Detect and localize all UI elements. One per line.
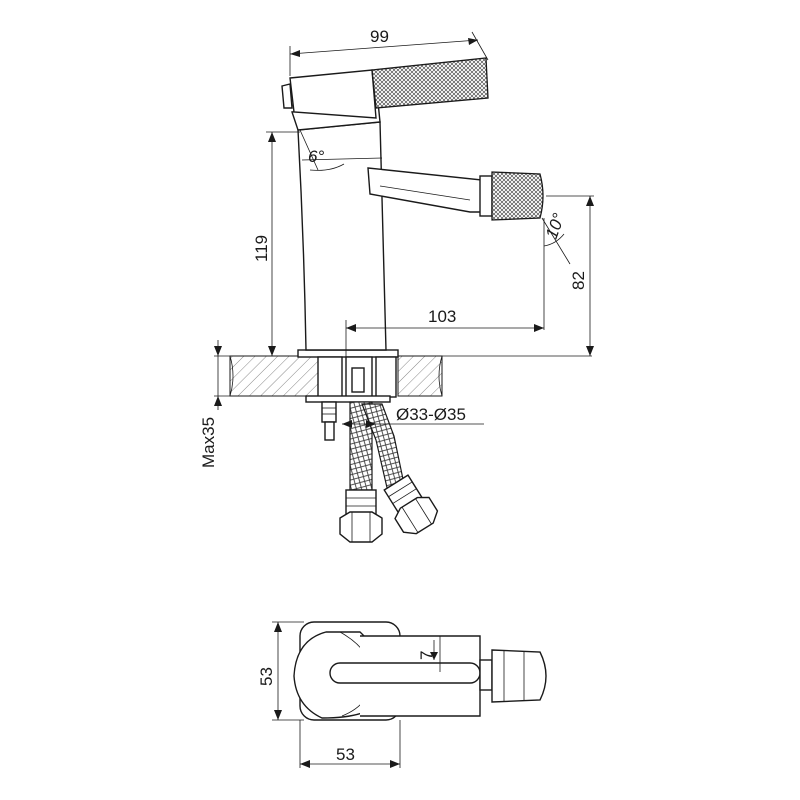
dimension-hole-diameter: Ø33-Ø35	[342, 405, 484, 428]
dimension-jet-angle: 10°	[541, 211, 571, 330]
dimension-spout-height: 82	[546, 195, 594, 356]
side-elevation-view: 99 6° 119 10° 82	[199, 27, 594, 543]
dimension-countertop-thickness: Max35	[199, 340, 236, 468]
lever-handle	[281, 57, 489, 119]
spout	[367, 167, 483, 213]
dimension-top-depth: 53	[257, 621, 304, 721]
faucet-body	[297, 121, 387, 351]
top-width-label: 53	[336, 745, 355, 764]
dimension-lever-offset: 7	[417, 640, 438, 660]
mounting-flange	[297, 349, 399, 403]
lever-offset-label: 7	[417, 651, 436, 660]
spout-height-label: 82	[569, 271, 588, 290]
dimension-lever-length: 99	[289, 27, 489, 76]
hole-diameter-label: Ø33-Ø35	[396, 405, 466, 424]
lever-length-label: 99	[370, 27, 389, 46]
dimension-top-width: 53	[299, 720, 401, 768]
spout-tilt-label: 6°	[308, 147, 324, 166]
countertop-section	[229, 355, 443, 397]
dimension-spout-reach: 103	[345, 307, 544, 372]
swivel-jet	[479, 171, 544, 221]
body-height-label: 119	[252, 235, 271, 262]
jet-angle-label: 10°	[542, 211, 569, 242]
fixing-stud	[321, 401, 337, 441]
top-depth-label: 53	[257, 667, 276, 686]
dimension-spout-tilt: 6°	[299, 129, 345, 171]
top-view: 53 53 7	[257, 621, 547, 768]
spout-reach-label: 103	[428, 307, 456, 326]
dimension-body-height: 119	[252, 131, 300, 356]
flexible-hose-right	[361, 403, 439, 535]
countertop-thickness-label: Max35	[199, 417, 218, 468]
